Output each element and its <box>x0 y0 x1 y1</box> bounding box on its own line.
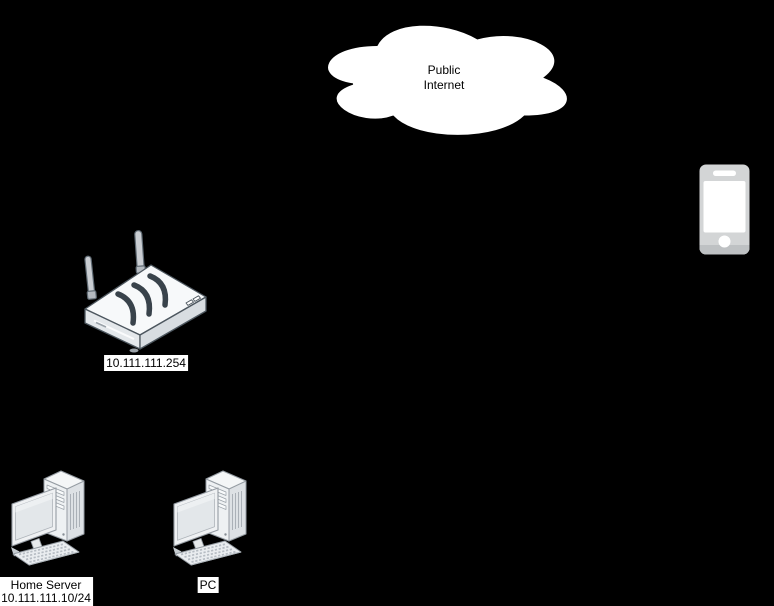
node-public-internet-cloud[interactable]: Public Internet <box>310 13 578 142</box>
node-pc[interactable]: PC <box>166 468 250 593</box>
home-server-label: Home Server 10.111.111.10/24 <box>0 577 93 606</box>
node-wireless-router[interactable]: 10.111.111.254 <box>82 228 210 371</box>
desktop-computer-icon <box>4 468 88 572</box>
cloud-label: Public Internet <box>423 62 465 92</box>
router-ip-label: 10.111.111.254 <box>104 355 188 371</box>
desktop-computer-icon <box>166 468 250 572</box>
smartphone-icon <box>699 164 750 255</box>
node-home-server[interactable]: Home Server 10.111.111.10/24 <box>0 468 93 606</box>
node-smartphone[interactable] <box>699 164 750 255</box>
pc-label: PC <box>197 577 219 593</box>
wireless-router-icon <box>82 228 210 354</box>
